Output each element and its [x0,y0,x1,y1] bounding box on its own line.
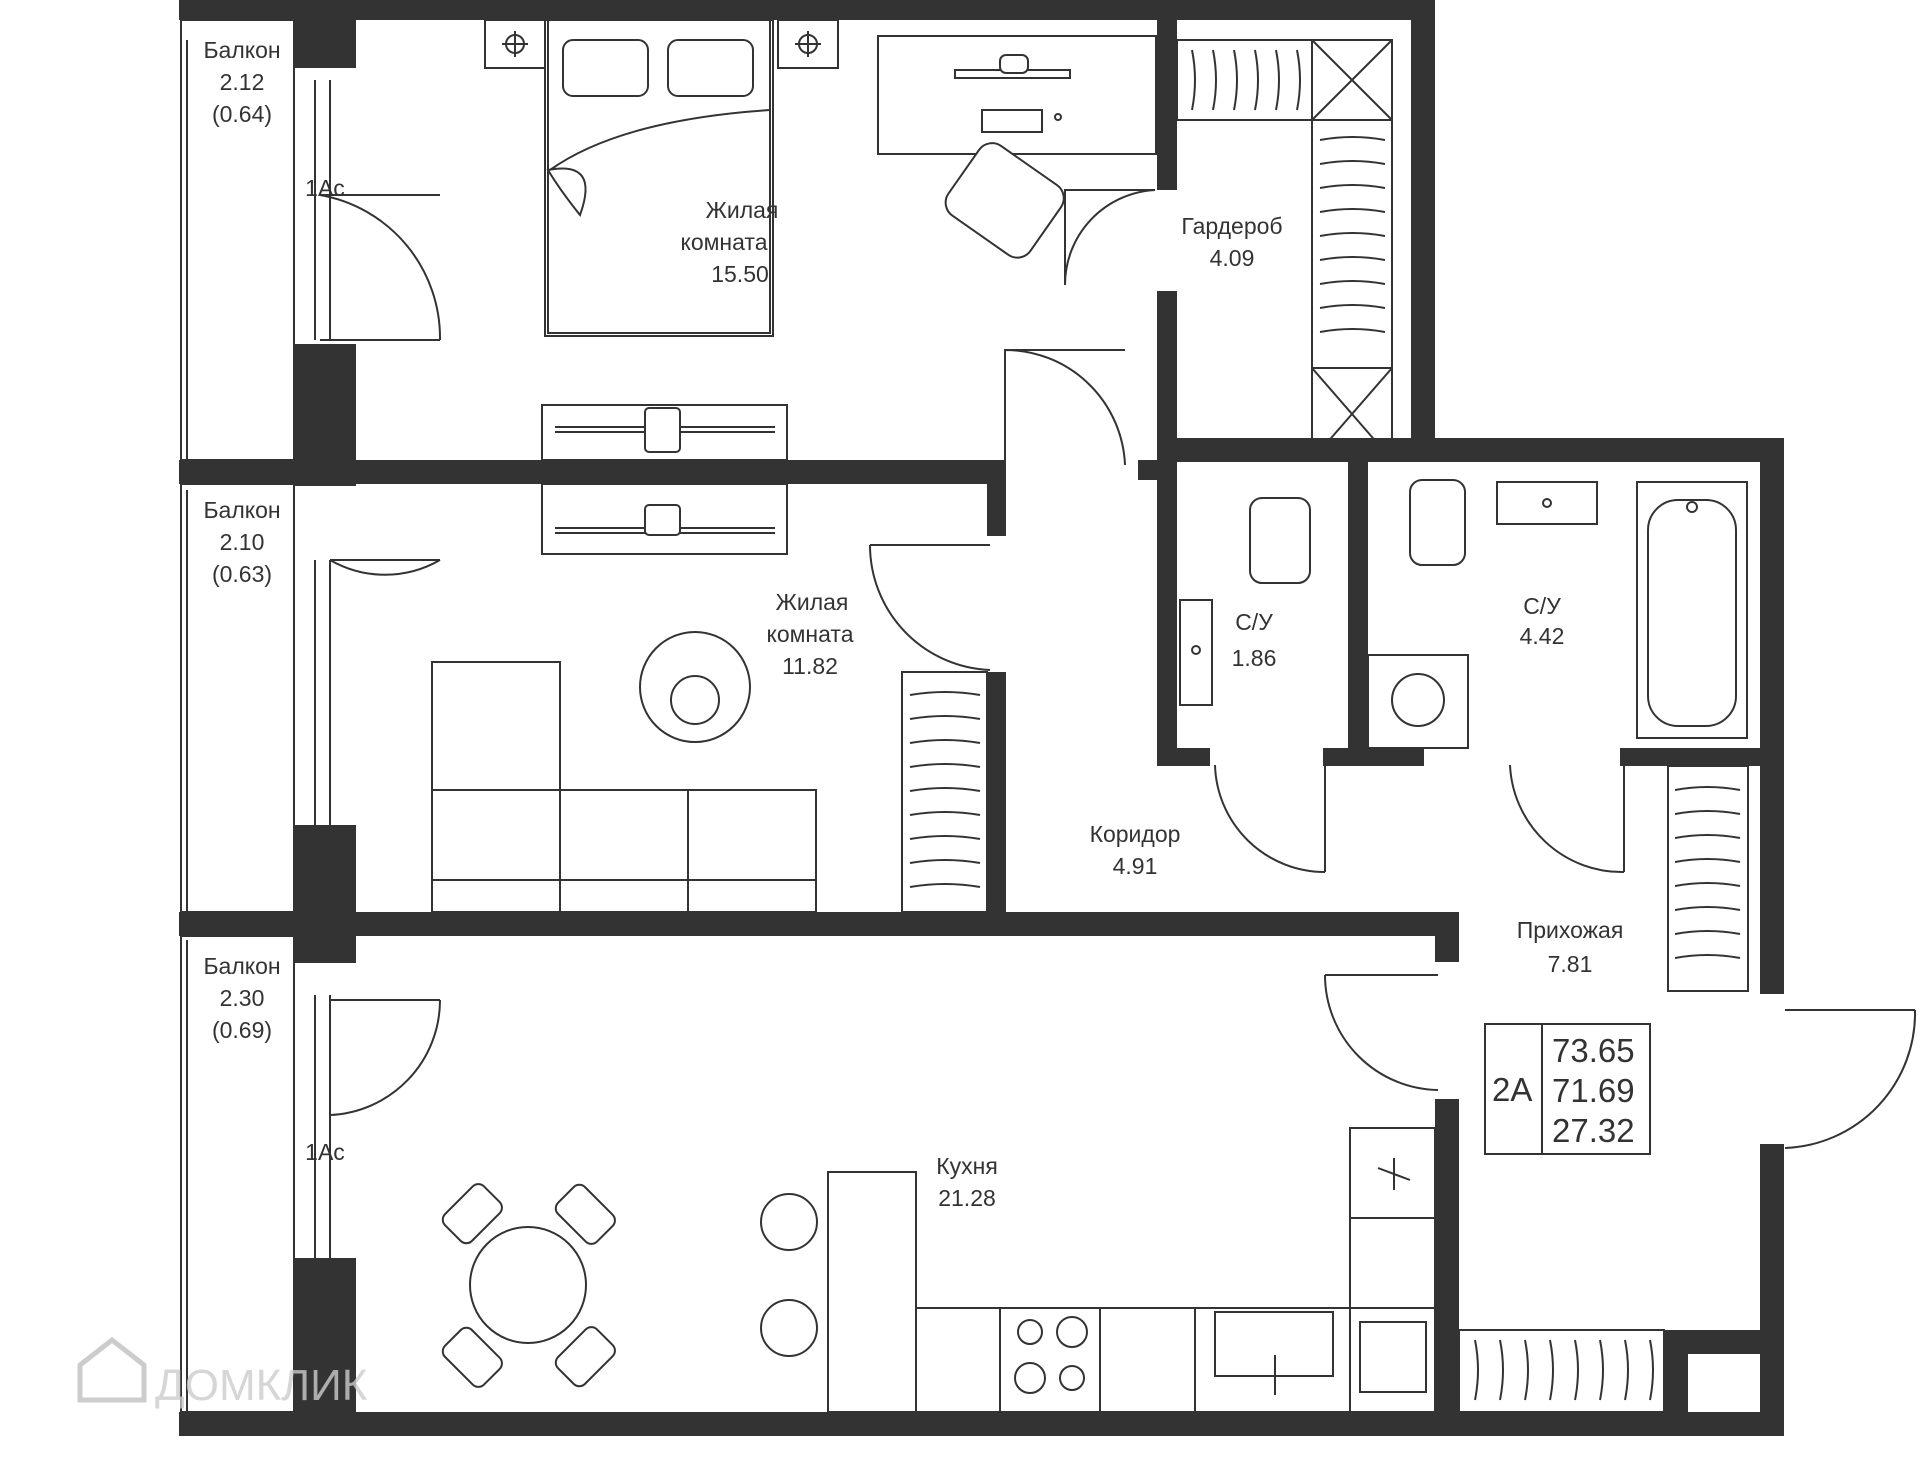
bedroom-name-1: Жилая [706,197,779,223]
hanger-mark [1674,810,1741,815]
watermark-text: ДОМКЛИК [155,1361,368,1410]
doors [319,189,1917,1149]
hallway-area: 7.81 [1548,951,1593,977]
hanger-mark [1674,858,1741,863]
hanger-mark [1319,280,1386,285]
hanger-mark [1319,184,1386,189]
bath-large-name: С/У [1523,593,1561,619]
hanger-mark [1674,834,1741,839]
hanger-mark [909,763,981,768]
corridor-area: 4.91 [1113,853,1158,879]
balcony-2-name: Балкон [203,497,280,523]
hanger-mark [1254,49,1259,111]
hanger-mark [1212,49,1217,111]
bathroom-fixtures [1179,479,1748,749]
summary-box [1484,1023,1651,1155]
hanger-mark [1574,1339,1579,1401]
hanger-mark [1624,1339,1629,1401]
wardrobe-area: 4.09 [1210,245,1255,271]
hanger-mark [1233,49,1238,111]
hanger-mark [1499,1339,1504,1401]
living-name-2: комната [767,621,854,647]
bath-small-area: 1.86 [1232,645,1277,671]
balcony-3-reduced: (0.69) [212,1017,272,1043]
hanger-mark [909,835,981,840]
hanger-mark [1674,954,1741,959]
hanger-mark [909,883,981,888]
hanger-mark [1549,1339,1554,1401]
balcony-2-area: 2.10 [220,529,265,555]
window-mark-1: 1Ас [305,175,345,201]
kitchen-furniture [441,1127,1436,1413]
hanger-mark [1296,49,1301,111]
hanger-mark [1319,160,1386,165]
watermark: ДОМКЛИК [77,1336,368,1410]
hanger-mark [1191,49,1196,111]
hanger-mark [1599,1339,1604,1401]
balcony-1-reduced: (0.64) [212,101,272,127]
balcony-3-area: 2.30 [220,985,265,1011]
living-area: 11.82 [782,653,838,679]
hanger-mark [1674,786,1741,791]
wardrobe-name: Гардероб [1181,213,1282,239]
hanger-mark [909,691,981,696]
hanger-mark [1319,256,1386,261]
hallway-furniture [1458,765,1749,1413]
summary-type: 2А [1492,1071,1532,1108]
summary-living-area: 27.32 [1552,1112,1635,1149]
balcony-1-area: 2.12 [220,69,265,95]
hanger-mark [1319,136,1386,141]
hanger-mark [1649,1339,1654,1401]
hanger-mark [1474,1339,1479,1401]
hanger-mark [909,859,981,864]
hallway-name: Прихожая [1517,917,1624,943]
living-furniture [431,483,988,913]
living-name-1: Жилая [776,589,849,615]
summary-total: 73.65 [1552,1032,1635,1069]
hanger-mark [1674,930,1741,935]
balcony-2-reduced: (0.63) [212,561,272,587]
bedroom-name-2: комната [681,229,768,255]
hanger-mark [1319,232,1386,237]
hanger-mark [909,787,981,792]
house-icon [77,1336,147,1403]
balcony-1-name: Балкон [203,37,280,63]
kitchen-area: 21.28 [938,1185,996,1211]
hanger-mark [909,715,981,720]
hanger-mark [1524,1339,1529,1401]
balconies [180,19,295,1413]
hanger-mark [909,811,981,816]
kitchen-name: Кухня [936,1153,998,1179]
hanger-mark [1319,304,1386,309]
hanger-mark [1674,882,1741,887]
bath-large-area: 4.42 [1520,623,1565,649]
hanger-mark [1275,49,1280,111]
walls [179,0,1784,1436]
corridor-name: Коридор [1090,821,1181,847]
hanger-mark [909,739,981,744]
hanger-mark [1319,328,1386,333]
window-mark-2: 1Ас [305,1139,345,1165]
windows [314,80,331,1258]
summary-living-total: 71.69 [1552,1072,1635,1109]
bath-small-name: С/У [1235,609,1273,635]
hanger-mark [1319,208,1386,213]
bedroom-furniture [484,19,1157,461]
hanger-mark [1674,906,1741,911]
bedroom-area: 15.50 [711,261,769,287]
balcony-3-name: Балкон [203,953,280,979]
